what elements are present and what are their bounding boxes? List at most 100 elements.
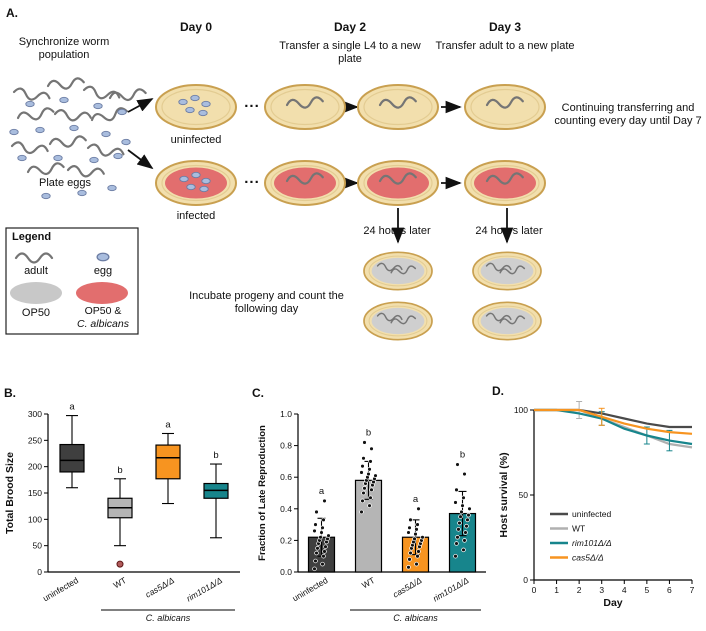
y-tick-label: 0.6 <box>280 472 292 482</box>
data-point <box>315 546 320 551</box>
data-point <box>464 523 469 529</box>
data-point <box>319 530 324 535</box>
box-uninfected <box>59 415 85 489</box>
data-point <box>361 455 366 461</box>
legend-op50-ca-label: OP50 & C. albicans <box>72 305 134 331</box>
data-point <box>321 517 326 523</box>
data-point <box>368 495 373 500</box>
workflow-diagram <box>5 76 706 385</box>
egg-icon <box>17 154 27 162</box>
sig-letter: a <box>165 419 171 430</box>
survival-line <box>534 408 693 435</box>
data-point <box>406 565 411 570</box>
data-point <box>456 527 461 532</box>
group-label: C. albicans <box>393 613 438 623</box>
box-cas5Δ/Δ <box>155 432 181 505</box>
legend-op50-ellipse <box>10 282 62 304</box>
bar-WT <box>354 440 383 573</box>
y-tick-label: 0 <box>37 567 42 577</box>
x-tick-label: 3 <box>599 585 604 595</box>
sig-letter: b <box>213 450 218 461</box>
legend-op50-ca-ellipse <box>76 282 128 304</box>
data-point <box>454 541 459 546</box>
legend-label: rim101Δ/Δ <box>572 538 612 548</box>
data-point <box>467 506 472 512</box>
infected-label: infected <box>176 210 216 222</box>
petri-dish-day2-new-uninfected <box>358 85 438 129</box>
petri-dish-day2-uninfected <box>265 85 345 129</box>
data-point <box>407 557 412 562</box>
legend-adult-worm-icon <box>14 252 54 264</box>
data-point <box>462 471 467 477</box>
data-point <box>321 553 326 559</box>
synchronize-text: Synchronize worm population <box>18 36 110 62</box>
egg-icon <box>35 126 45 134</box>
data-point <box>455 534 460 540</box>
worm-icon <box>48 134 88 150</box>
worm-icon <box>108 87 148 104</box>
x-axis-title: Day <box>603 597 622 609</box>
data-point <box>460 503 465 508</box>
data-point <box>462 538 467 543</box>
data-point <box>359 509 364 515</box>
petri-dish-day0-uninfected <box>156 85 236 129</box>
data-point <box>461 495 466 500</box>
sig-letter: a <box>69 402 75 413</box>
data-point <box>465 517 470 523</box>
continuing-text: Continuing transferring and counting eve… <box>554 102 702 128</box>
egg-icon <box>9 128 19 136</box>
outlier-point <box>116 560 124 568</box>
petri-dish-day3-infected <box>465 161 545 205</box>
sig-letter: a <box>413 494 419 505</box>
arrow <box>127 149 154 170</box>
data-point <box>466 512 471 518</box>
egg-icon <box>41 192 51 200</box>
y-tick-label: 50 <box>519 490 529 500</box>
data-point <box>369 487 374 493</box>
x-tick-label: WT <box>360 575 376 590</box>
data-point <box>459 509 464 515</box>
petri-dish-day2-new-infected <box>358 161 438 205</box>
x-tick-label: cas5Δ/Δ <box>144 575 177 600</box>
worm-icon <box>16 106 56 124</box>
y-tick-label: 0.4 <box>280 504 292 514</box>
data-point <box>369 446 374 452</box>
legend-op50-label: OP50 <box>21 307 51 319</box>
egg-icon <box>93 102 103 110</box>
data-point <box>414 527 419 532</box>
data-point <box>362 486 367 491</box>
sig-letter: a <box>319 486 325 497</box>
legend-label: cas5Δ/Δ <box>572 553 604 563</box>
data-point <box>361 490 366 496</box>
data-point <box>415 522 420 527</box>
y-tick-label: 100 <box>514 405 528 415</box>
y-tick-label: 100 <box>28 514 42 524</box>
legend-op50-ca-line1: OP50 & <box>84 305 122 317</box>
x-tick-label: 6 <box>667 585 672 595</box>
data-point <box>416 549 421 554</box>
ellipsis-uninfected: ... <box>244 94 260 111</box>
data-point <box>320 525 325 531</box>
data-point <box>420 534 425 540</box>
y-tick-label: 200 <box>28 462 42 472</box>
egg-icon <box>107 184 117 192</box>
transfer-adult-text: Transfer adult to a new plate <box>435 40 575 52</box>
data-point <box>312 566 317 572</box>
y-tick-label: 1.0 <box>280 409 292 419</box>
worm-icon <box>46 76 86 92</box>
data-point <box>461 547 466 553</box>
x-tick-label: 2 <box>577 585 582 595</box>
data-point <box>412 536 417 542</box>
data-point <box>373 473 378 478</box>
petri-dish-progeny-2 <box>364 302 432 339</box>
x-tick-label: 0 <box>532 585 537 595</box>
x-tick-label: WT <box>112 575 128 590</box>
x-tick-label: rim101Δ/Δ <box>431 575 471 604</box>
plate-eggs-label: Plate eggs <box>39 177 91 189</box>
incubate-text: Incubate progeny and count the following… <box>189 290 344 316</box>
data-point <box>367 467 372 472</box>
data-point <box>367 503 372 508</box>
legend-title: Legend <box>12 231 52 243</box>
